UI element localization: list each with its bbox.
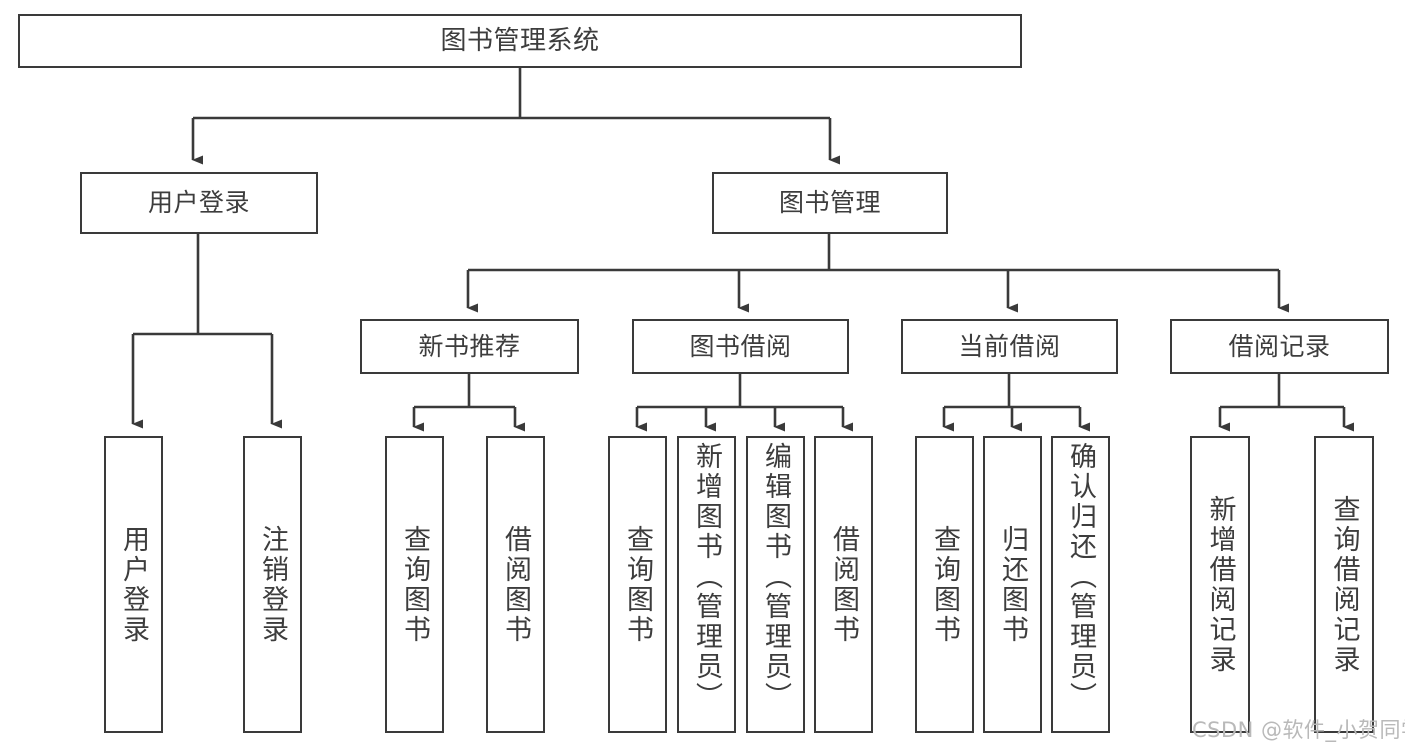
leaf-book-borrow-add-book-admin[interactable]: 新增图书（管理员） — [677, 436, 736, 733]
node-label: 归还图书 — [997, 524, 1028, 645]
node-label: 查询图书 — [622, 524, 653, 645]
csdn-watermark: CSDN @软件_小贺同学 — [1192, 718, 1405, 742]
node-label: 用户登录 — [118, 524, 149, 645]
node-borrow-record[interactable]: 借阅记录 — [1170, 319, 1389, 374]
node-book-management[interactable]: 图书管理 — [712, 172, 948, 234]
leaf-user-login-logout[interactable]: 注销登录 — [243, 436, 302, 733]
leaf-current-borrow-query-book[interactable]: 查询图书 — [915, 436, 974, 733]
node-label: 借阅记录 — [1228, 331, 1331, 361]
node-new-book-recommend[interactable]: 新书推荐 — [360, 319, 579, 374]
leaf-book-borrow-edit-book-admin[interactable]: 编辑图书（管理员） — [746, 436, 805, 733]
leaf-new-book-borrow-book[interactable]: 借阅图书 — [486, 436, 545, 733]
leaf-current-borrow-return-book[interactable]: 归还图书 — [983, 436, 1042, 733]
leaf-borrow-record-add-record[interactable]: 新增借阅记录 — [1190, 436, 1250, 733]
leaf-book-borrow-query-book[interactable]: 查询图书 — [608, 436, 667, 733]
leaf-new-book-query-book[interactable]: 查询图书 — [385, 436, 444, 733]
leaf-current-borrow-confirm-return-admin[interactable]: 确认归还（管理员） — [1051, 436, 1110, 733]
node-label: 编辑图书（管理员） — [760, 442, 791, 712]
node-label: 借阅图书 — [828, 524, 859, 645]
node-label: 查询图书 — [399, 524, 430, 645]
node-label: 借阅图书 — [500, 524, 531, 645]
node-label: 查询图书 — [929, 524, 960, 645]
node-label: 新书推荐 — [418, 331, 521, 361]
node-current-borrow[interactable]: 当前借阅 — [901, 319, 1118, 374]
node-root-book-management-system[interactable]: 图书管理系统 — [18, 14, 1022, 68]
leaf-book-borrow-borrow-book[interactable]: 借阅图书 — [814, 436, 873, 733]
node-label: 查询借阅记录 — [1328, 494, 1360, 675]
node-label: 用户登录 — [147, 188, 250, 218]
node-label: 注销登录 — [257, 524, 288, 645]
node-label: 确认归还（管理员） — [1065, 442, 1096, 712]
node-label: 图书借阅 — [689, 331, 792, 361]
node-label: 新增借阅记录 — [1204, 494, 1236, 675]
node-book-borrow[interactable]: 图书借阅 — [632, 319, 849, 374]
node-label: 新增图书（管理员） — [691, 442, 722, 712]
node-label: 当前借阅 — [958, 331, 1061, 361]
leaf-borrow-record-query-record[interactable]: 查询借阅记录 — [1314, 436, 1374, 733]
node-label: 图书管理系统 — [440, 25, 600, 56]
node-label: 图书管理 — [778, 188, 881, 218]
node-user-login[interactable]: 用户登录 — [80, 172, 318, 234]
leaf-user-login-login[interactable]: 用户登录 — [104, 436, 163, 733]
